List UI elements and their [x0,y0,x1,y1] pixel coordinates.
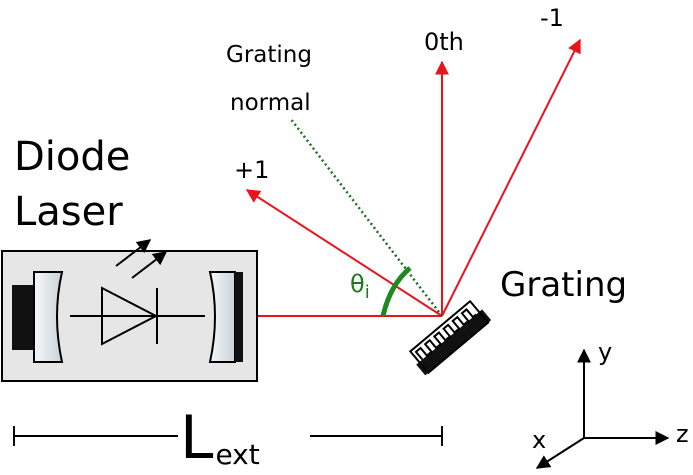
theta-label: θi [350,270,370,303]
diode-laser-label-line2: Laser [14,189,123,235]
order-minus1-label: -1 [540,4,564,32]
emission-arrows-icon [115,239,168,279]
front-mirror-icon [208,271,236,363]
grating-normal-label-line2: normal [230,90,311,116]
grating-icon [408,299,492,376]
diode-icon [70,286,205,346]
grating-normal-line [289,117,443,317]
grating-label: Grating [500,265,627,305]
theta-symbol: θ [350,270,365,298]
grating-normal-label-line1: Grating [226,42,312,68]
back-mirror-icon [33,271,64,363]
length-main: L [180,403,214,473]
length-label: Lext [180,403,260,473]
length-dimension [13,426,443,446]
front-facet-block [235,272,243,362]
axis-x-label: x [532,426,546,454]
axis-z-label: z [676,420,689,448]
back-facet-block [12,285,34,350]
order-minus1-beam [441,38,581,317]
diode-laser-label-line1: Diode [14,134,130,180]
length-subscript: ext [215,438,259,471]
diode-laser-housing [1,239,258,382]
order-plus1-beam [245,189,443,317]
incidence-angle-arc [380,266,412,317]
theta-subscript: i [365,282,370,303]
axis-y-label: y [598,338,612,366]
axes-icon [535,348,670,469]
order-zero-label: 0th [424,28,464,56]
order-plus1-label: +1 [234,156,269,184]
